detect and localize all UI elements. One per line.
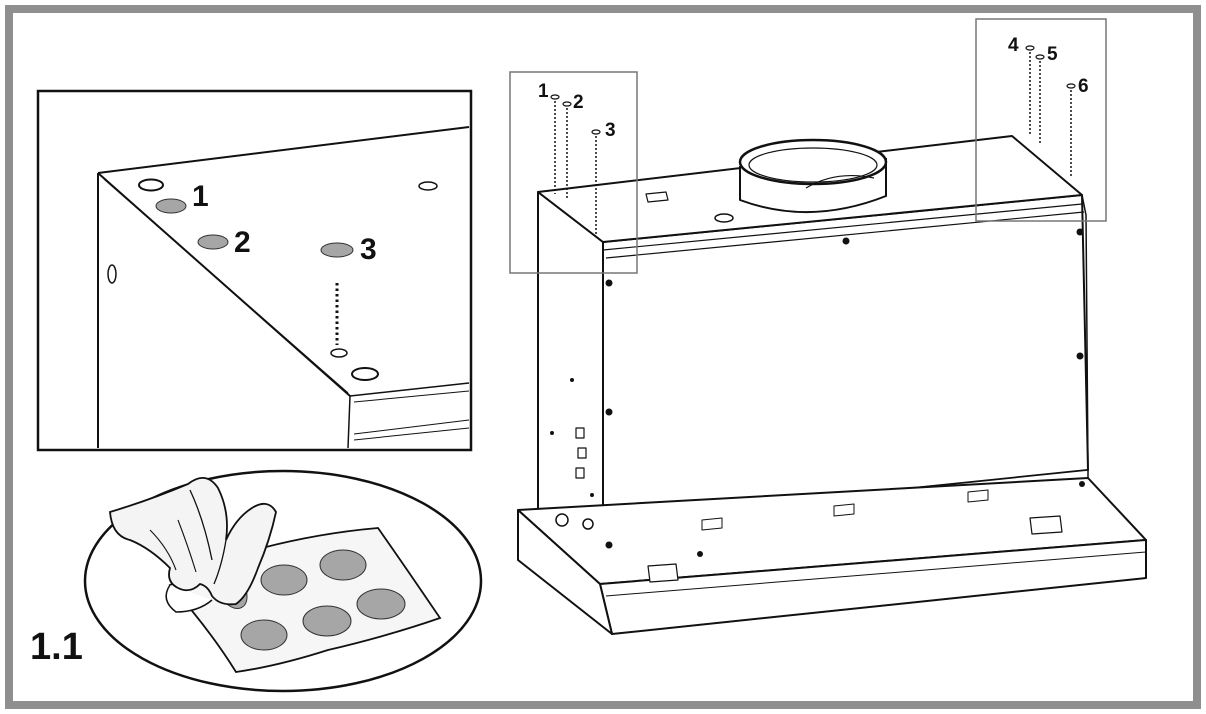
pad-sheet-illustration: [83, 469, 483, 693]
callout-label-6: 6: [1078, 76, 1089, 97]
outer-frame: [5, 5, 1201, 709]
callout-right-frame: [975, 18, 1107, 222]
detail-label-3: 3: [360, 233, 377, 266]
hood-screws: [550, 228, 1085, 557]
detail-inset: 1 2 3: [36, 89, 473, 452]
callout-left: 1 2 3: [509, 71, 638, 274]
callout-right: 4 5 6: [975, 18, 1107, 222]
sheet-pad: [302, 605, 352, 637]
sheet-pad: [356, 588, 406, 620]
detail-pad-2: [197, 234, 229, 250]
gloved-hand: [109, 477, 277, 606]
callout-label-3: 3: [605, 120, 616, 141]
sheet-pad: [319, 549, 367, 581]
detail-pad-1: [155, 198, 187, 214]
sheet-pad: [240, 619, 288, 651]
detail-inset-frame: [36, 89, 473, 452]
callout-left-frame: [509, 71, 638, 274]
hood-tray-side: [517, 509, 613, 635]
detail-label-2: 2: [234, 226, 251, 259]
figure-label: 1.1: [30, 626, 83, 668]
callout-label-2: 2: [573, 92, 584, 113]
detail-label-1: 1: [192, 180, 209, 213]
sheet-pad: [260, 564, 308, 596]
callout-label-4: 4: [1008, 35, 1019, 56]
hood-unit: [517, 135, 1147, 635]
callout-label-1: 1: [538, 81, 549, 102]
detail-pad-3: [320, 242, 354, 258]
callout-label-5: 5: [1047, 44, 1058, 65]
